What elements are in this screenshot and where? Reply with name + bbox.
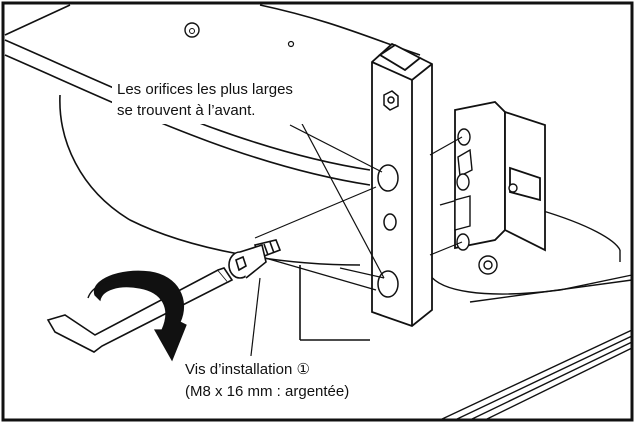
holes-callout-line2: se trouvent à l’avant. bbox=[117, 102, 255, 119]
curved-arrow-icon bbox=[87, 270, 187, 362]
bracket-holes bbox=[454, 128, 518, 275]
power-symbol-icon bbox=[184, 22, 200, 38]
power-symbol-inner bbox=[189, 28, 195, 34]
holes-callout-line1: Les orifices les plus larges bbox=[117, 81, 293, 98]
screw-callout-bg bbox=[180, 356, 410, 404]
small-hole bbox=[287, 40, 295, 48]
screw-callout-line1: Vis d’installation ① bbox=[185, 361, 310, 378]
mounting-bar bbox=[371, 42, 433, 328]
hole-leader-lines bbox=[254, 119, 463, 291]
holes-callout-bg bbox=[112, 76, 344, 124]
screw-callout-line2: (M8 x 16 mm : argentée) bbox=[185, 383, 349, 400]
mounting-bracket bbox=[454, 101, 546, 252]
installation-screw bbox=[228, 239, 282, 279]
base-body bbox=[59, 94, 370, 341]
hex-key bbox=[46, 267, 234, 353]
